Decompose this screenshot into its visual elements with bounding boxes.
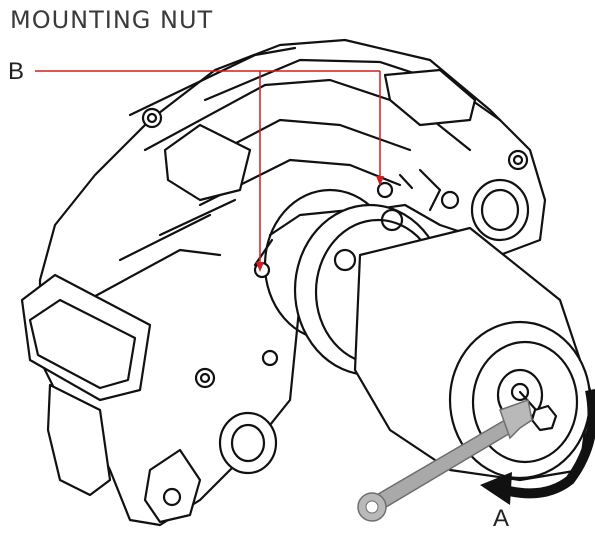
curved-arrow-icon — [480, 389, 595, 505]
wrench-icon — [357, 399, 533, 522]
callout-b-leader — [35, 70, 384, 272]
diagram-title: MOUNTING NUT — [10, 6, 214, 34]
callout-label-b: B — [8, 58, 25, 85]
callout-label-a: A — [493, 505, 510, 532]
